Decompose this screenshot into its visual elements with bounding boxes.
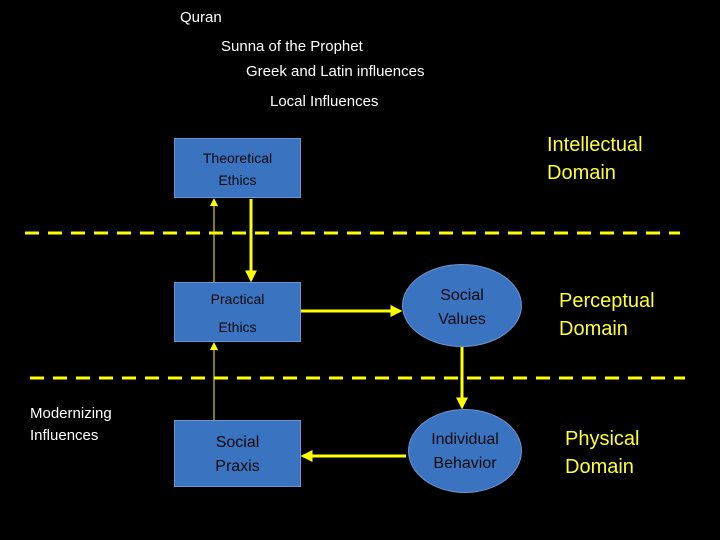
influence-modernizing-line2: Influences (30, 427, 99, 444)
domain-label-physical: Physical Domain (565, 425, 639, 481)
node-theoretical-ethics-line1: Theoretical (202, 150, 273, 166)
node-social-praxis: Social Praxis (174, 420, 301, 487)
node-social-praxis-line1: Social (215, 434, 260, 451)
domain-label-perceptual: Perceptual Domain (559, 287, 655, 343)
node-practical-ethics-line1: Practical (210, 291, 265, 307)
influence-modernizing-line1: Modernizing (30, 405, 112, 422)
influence-local: Local Influences (270, 93, 379, 110)
domain-intellectual-line2: Domain (547, 162, 616, 184)
node-social-values: Social Values (402, 264, 522, 347)
influence-sunna: Sunna of the Prophet (221, 38, 363, 55)
node-social-values-line1: Social (440, 287, 484, 304)
node-individual-behavior-line1: Individual (431, 431, 499, 448)
node-practical-ethics: Practical Ethics (174, 282, 301, 342)
domain-physical-line2: Domain (565, 456, 634, 478)
node-theoretical-ethics: Theoretical Ethics (174, 138, 301, 198)
node-individual-behavior: Individual Behavior (408, 409, 522, 493)
node-individual-behavior-line2: Behavior (433, 455, 497, 472)
node-social-values-line2: Values (438, 311, 486, 328)
influence-quran: Quran (180, 9, 222, 26)
domain-intellectual-line1: Intellectual (547, 134, 643, 156)
influence-greek-latin: Greek and Latin influences (246, 63, 425, 80)
domain-perceptual-line2: Domain (559, 318, 628, 340)
node-practical-ethics-line2: Ethics (218, 319, 257, 335)
node-theoretical-ethics-line2: Ethics (218, 172, 257, 188)
domain-label-intellectual: Intellectual Domain (547, 131, 643, 187)
domain-physical-line1: Physical (565, 428, 640, 450)
domain-perceptual-line1: Perceptual (559, 290, 655, 312)
node-social-praxis-line2: Praxis (215, 458, 260, 475)
